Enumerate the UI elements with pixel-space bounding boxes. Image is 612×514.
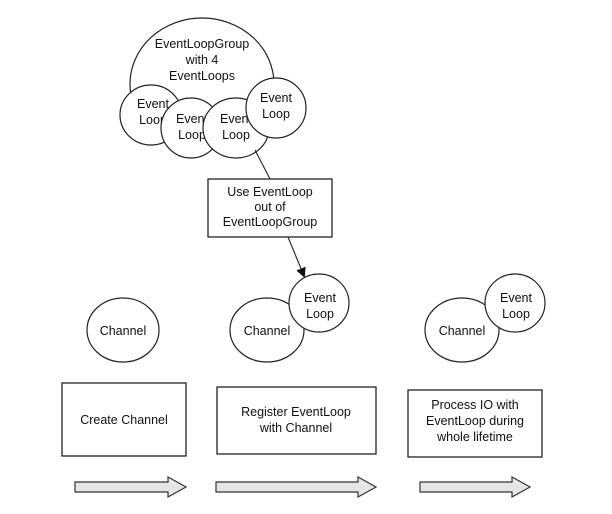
stage-2-event-loop-node bbox=[288, 273, 350, 333]
use-box-to-eventloop-arrow bbox=[287, 236, 306, 278]
register-eventloop-box bbox=[216, 386, 377, 455]
use-box-line-2: out of bbox=[254, 200, 286, 214]
eventloop-group-label-line-3: EventLoops bbox=[169, 69, 235, 83]
stage-2-event-loop-line-1: Event bbox=[304, 291, 336, 305]
flow-arrow-3 bbox=[419, 475, 532, 499]
group-event-loop-2-line-2: Loop bbox=[178, 128, 206, 142]
channel-node-3-label: Channel bbox=[439, 324, 486, 338]
channel-node-1-label: Channel bbox=[100, 324, 147, 338]
process-io-box bbox=[407, 389, 543, 458]
stage-3-event-loop-line-2: Loop bbox=[502, 307, 530, 321]
eventloop-group-label-line-1: EventLoopGroup bbox=[155, 37, 250, 51]
stage-process-io: Channel Event Loop Process IO with Event… bbox=[407, 273, 546, 458]
channel-node-3 bbox=[424, 297, 500, 363]
create-channel-box bbox=[61, 382, 187, 457]
group-event-loop-3-line-2: Loop bbox=[222, 128, 250, 142]
stage-3-event-loop-node bbox=[484, 273, 546, 333]
use-box-line-3: EventLoopGroup bbox=[223, 215, 318, 229]
process-io-box-line-1: Process IO with bbox=[431, 398, 519, 412]
group-event-loop-4: Event Loop bbox=[245, 77, 307, 139]
use-box-line-1: Use EventLoop bbox=[227, 185, 313, 199]
use-eventloop-box: Use EventLoop out of EventLoopGroup bbox=[207, 178, 333, 238]
stage-create-channel: Channel Create Channel bbox=[61, 297, 187, 457]
process-io-box-line-2: EventLoop during bbox=[426, 414, 524, 428]
channel-node-1 bbox=[86, 297, 160, 363]
stage-register-eventloop: Channel Event Loop Register EventLoop wi… bbox=[216, 273, 377, 455]
channel-node-2 bbox=[229, 297, 305, 363]
group-event-loop-2-line-1: Event bbox=[176, 112, 208, 126]
flow-arrow-2 bbox=[215, 475, 378, 499]
group-event-loop-3-line-1: Event bbox=[220, 112, 252, 126]
channel-node-2-label: Channel bbox=[244, 324, 291, 338]
group-event-loop-1-line-1: Event bbox=[137, 97, 169, 111]
group-event-loop-1-line-2: Loop bbox=[139, 113, 167, 127]
register-eventloop-box-line-1: Register EventLoop bbox=[241, 405, 351, 419]
process-io-box-line-3: whole lifetime bbox=[436, 430, 513, 444]
group-to-use-box-line bbox=[254, 149, 271, 180]
stage-3-event-loop-line-1: Event bbox=[500, 291, 532, 305]
group-event-loop-2: Event Loop bbox=[160, 97, 222, 159]
stage-2-event-loop-line-2: Loop bbox=[306, 307, 334, 321]
eventloop-group-label-line-2: with 4 bbox=[185, 53, 219, 67]
group-event-loop-4-line-1: Event bbox=[260, 91, 292, 105]
register-eventloop-box-line-2: with Channel bbox=[259, 421, 332, 435]
create-channel-box-line-1: Create Channel bbox=[80, 413, 168, 427]
eventloop-group: EventLoopGroup with 4 EventLoops Event L… bbox=[119, 17, 307, 159]
flow-arrow-1 bbox=[74, 475, 188, 499]
group-event-loop-4-line-2: Loop bbox=[262, 107, 290, 121]
